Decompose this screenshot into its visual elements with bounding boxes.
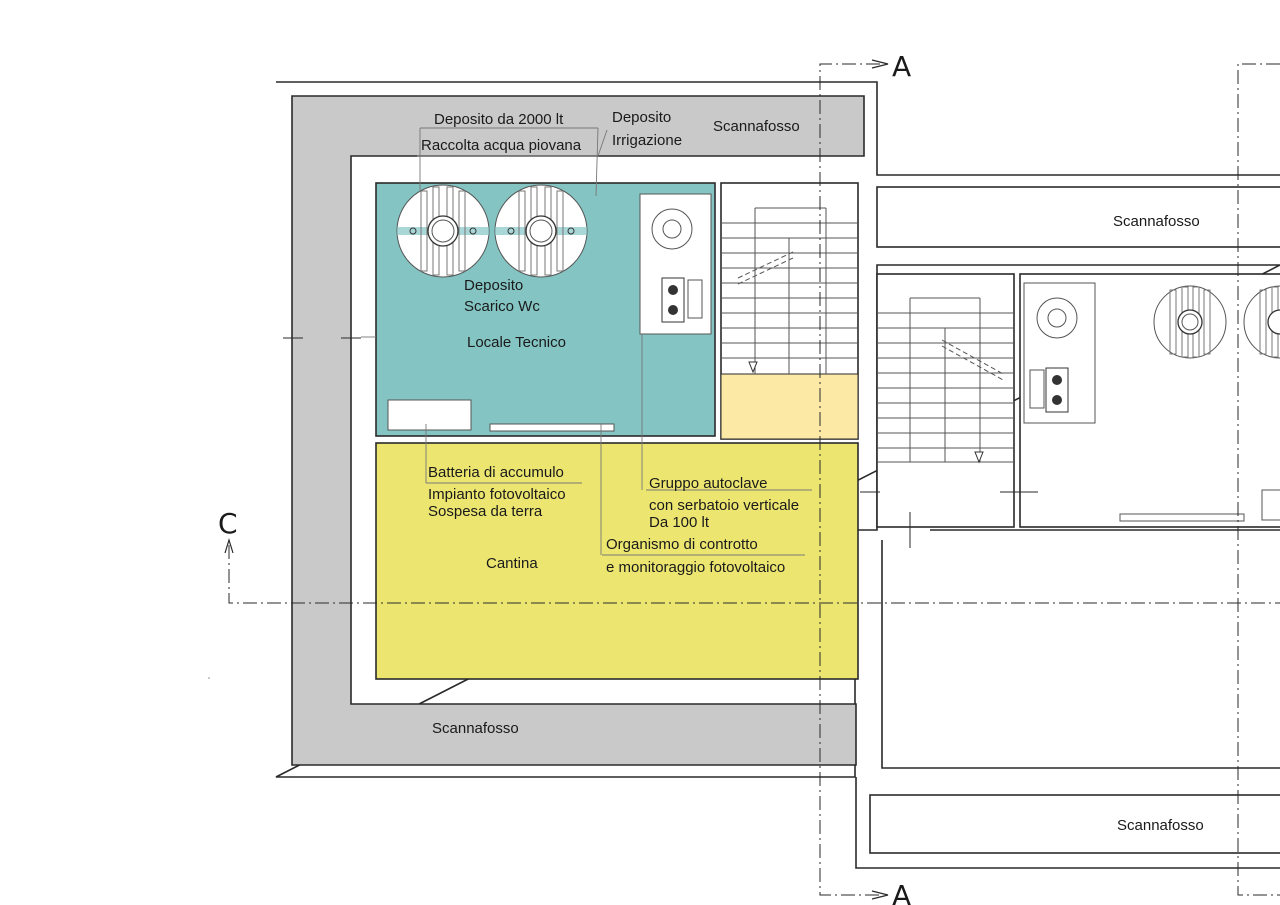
label-sospesa-da-terra: Sospesa da terra	[428, 503, 543, 520]
label-locale-tecnico: Locale Tecnico	[467, 334, 566, 351]
autoclave-panel	[687, 279, 703, 319]
pump-icon	[1052, 395, 1062, 405]
stair-arrow-icon	[974, 451, 984, 464]
outer-wall-right	[855, 777, 1280, 869]
label-organismo-controllo: Organismo di controtto	[606, 536, 758, 553]
section-line-c	[228, 545, 1280, 604]
autoclave-tank-inner	[662, 219, 682, 239]
stair-steps	[721, 207, 858, 374]
pump-icon	[1052, 375, 1062, 385]
battery-box	[1261, 489, 1280, 521]
label-gruppo-autoclave: Gruppo autoclave	[649, 475, 767, 492]
scannafosso-band-left	[291, 95, 865, 766]
section-line-a	[819, 63, 1280, 896]
autoclave-tank-inner	[1047, 308, 1067, 328]
autoclave-pump-box	[1045, 367, 1069, 413]
autoclave-tank-icon	[651, 208, 693, 250]
section-marker-a-bottom: A	[892, 879, 911, 905]
leader-lines	[361, 127, 812, 556]
stair-landing	[720, 373, 859, 440]
label-serbatoio-verticale: con serbatoio verticale	[649, 497, 799, 514]
label-scannafosso: Scannafosso	[432, 720, 519, 737]
label-deposito-irrigazione: Deposito	[612, 109, 671, 126]
section-arrow-icon	[224, 537, 234, 554]
monitoring-panel	[1119, 513, 1245, 522]
section-marker-a-top: A	[892, 50, 911, 83]
label-da-100-lt: Da 100 lt	[649, 514, 710, 531]
stair-steps	[877, 297, 1014, 463]
label-scannafosso: Scannafosso	[713, 118, 800, 135]
section-marker-c: C	[218, 507, 238, 540]
stair-arrow-icon	[748, 361, 758, 374]
tank-icon	[396, 184, 490, 278]
cantina-room	[375, 442, 859, 680]
label-cantina: Cantina	[486, 555, 538, 572]
label-deposito-2000: Deposito da 2000 lt	[434, 111, 564, 128]
tank-icon	[1153, 285, 1227, 359]
label-monitoraggio-fotovoltaico: e monitoraggio fotovoltaico	[606, 559, 785, 576]
label-scannafosso: Scannafosso	[1113, 213, 1200, 230]
scannafosso-right-strip	[876, 186, 1280, 248]
pump-icon	[668, 305, 678, 315]
section-arrow-icon	[871, 890, 889, 900]
label-impianto-fotovoltaico: Impianto fotovoltaico	[428, 486, 566, 503]
battery-box	[387, 399, 472, 431]
monitoring-panel	[489, 423, 615, 432]
label-irrigazione: Irrigazione	[612, 132, 682, 149]
tank-icon	[494, 184, 588, 278]
label-batteria: Batteria di accumulo	[428, 464, 564, 481]
autoclave-tank-icon	[1036, 297, 1078, 339]
label-raccolta-acqua: Raccolta acqua piovana	[421, 137, 582, 154]
tank-icon	[1243, 285, 1280, 359]
autoclave-panel	[1029, 369, 1045, 409]
scannafosso-bottom-right-strip	[869, 794, 1280, 854]
autoclave-pump-box	[661, 277, 685, 323]
label-scarico-wc: Scarico Wc	[464, 298, 540, 315]
pump-icon	[668, 285, 678, 295]
section-arrow-icon	[871, 59, 889, 69]
label-scannafosso: Scannafosso	[1117, 817, 1204, 834]
label-deposito-scarico: Deposito	[464, 277, 523, 294]
cantina-right-room	[881, 540, 1280, 769]
